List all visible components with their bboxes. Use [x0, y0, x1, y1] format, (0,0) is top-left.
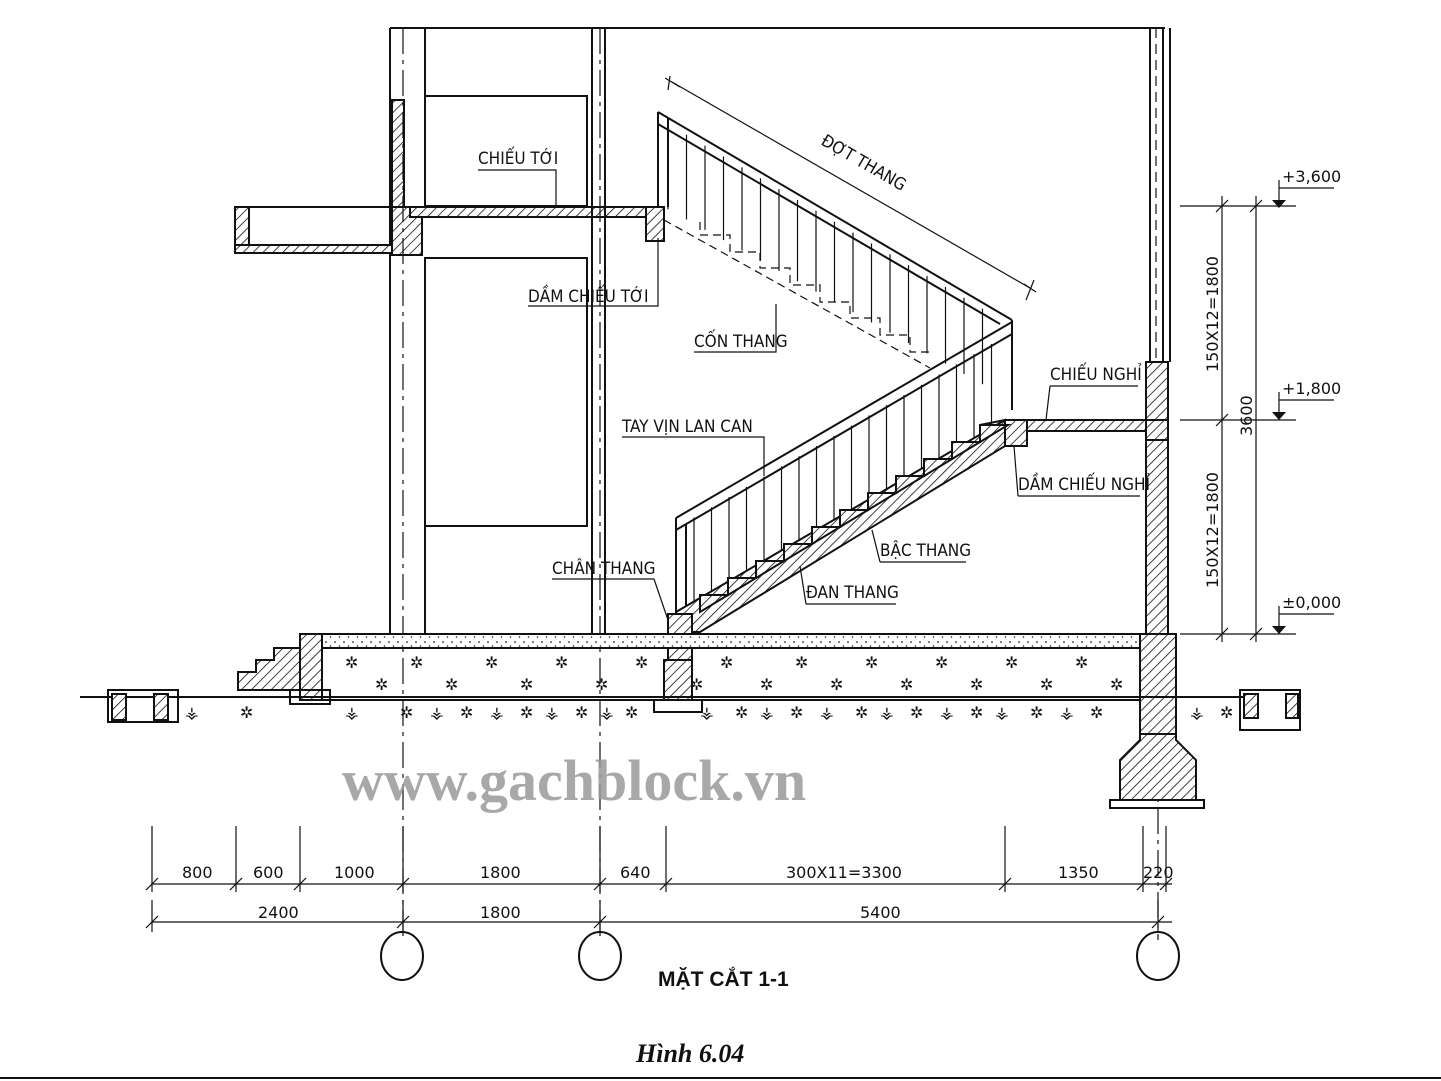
- foundation: ✲ ✲ ✲ ✲ ✲ ✲ ✲ ✲ ✲ ✲ ✲ ✲ ✲ ✲ ✲ ✲ ✲ ✲ ✲ ✲ ✲ ✲ ⚶ ✲ ⚶ ✲ ⚶ ✲ ⚶ ✲ ⚶ ✲ ⚶ ✲ ⚶ ✲ ⚶ ✲ ⚶ ✲…: [80, 633, 1301, 809]
- svg-text:✲: ✲: [1075, 653, 1088, 672]
- svg-text:✲: ✲: [410, 653, 423, 672]
- svg-text:✲: ✲: [1220, 703, 1233, 722]
- label-chieu-nghi: CHIẾU NGHỈ: [1050, 361, 1142, 385]
- level-mid: +1,800: [1282, 379, 1341, 398]
- svg-text:✲: ✲: [375, 675, 388, 694]
- svg-text:✲: ✲: [595, 675, 608, 694]
- axis-bubble-3: [1136, 931, 1180, 981]
- svg-text:✲: ✲: [855, 703, 868, 722]
- svg-text:✲: ✲: [555, 653, 568, 672]
- svg-text:⚶: ⚶: [880, 703, 894, 722]
- dim-1800-a: 1800: [480, 863, 521, 882]
- svg-text:⚶: ⚶: [995, 703, 1009, 722]
- svg-text:⚶: ⚶: [1060, 703, 1074, 722]
- svg-text:⚶: ⚶: [430, 703, 444, 722]
- horizontal-dimensions: 800 600 1000 1800 640 300X11=3300 1350 2…: [145, 826, 1180, 981]
- svg-text:✲: ✲: [520, 675, 533, 694]
- svg-text:⚶: ⚶: [490, 703, 504, 722]
- dim-5400: 5400: [860, 903, 901, 922]
- section-title: MẶT CẮT 1-1: [658, 967, 789, 991]
- svg-text:✲: ✲: [970, 675, 983, 694]
- svg-text:⚶: ⚶: [1190, 703, 1204, 722]
- level-base: ±0,000: [1282, 593, 1341, 612]
- structure: [234, 27, 1171, 940]
- svg-text:✲: ✲: [910, 703, 923, 722]
- svg-text:✲: ✲: [735, 703, 748, 722]
- svg-text:⚶: ⚶: [940, 703, 954, 722]
- dim-600: 600: [253, 863, 284, 882]
- dim-2400: 2400: [258, 903, 299, 922]
- upper-flight: [657, 111, 1013, 385]
- svg-text:✲: ✲: [865, 653, 878, 672]
- svg-text:✲: ✲: [1005, 653, 1018, 672]
- svg-text:✲: ✲: [935, 653, 948, 672]
- svg-text:✲: ✲: [625, 703, 638, 722]
- svg-text:✲: ✲: [830, 675, 843, 694]
- svg-text:⚶: ⚶: [185, 703, 199, 722]
- watermark: www.gachblock.vn: [342, 748, 806, 813]
- svg-text:✲: ✲: [635, 653, 648, 672]
- dim-220: 220: [1143, 863, 1174, 882]
- svg-text:⚶: ⚶: [820, 703, 834, 722]
- label-tay-vin: TAY VỊN LAN CAN: [621, 417, 753, 437]
- dim-upper: 150X12=1800: [1203, 256, 1222, 372]
- label-con-thang: CỐN THANG: [694, 328, 788, 352]
- lower-flight: [653, 320, 1013, 713]
- svg-text:✲: ✲: [460, 703, 473, 722]
- axis-bubble-2: [578, 931, 622, 981]
- svg-text:⚶: ⚶: [345, 703, 359, 722]
- dim-800: 800: [182, 863, 213, 882]
- dim-640: 640: [620, 863, 651, 882]
- svg-text:✲: ✲: [1030, 703, 1043, 722]
- svg-text:✲: ✲: [520, 703, 533, 722]
- dim-1350: 1350: [1058, 863, 1099, 882]
- label-dam-chieu-toi: DẦM CHIẾU TỚI: [528, 283, 649, 307]
- svg-text:⚶: ⚶: [600, 703, 614, 722]
- svg-text:✲: ✲: [485, 653, 498, 672]
- svg-text:✲: ✲: [240, 703, 253, 722]
- svg-text:⚶: ⚶: [545, 703, 559, 722]
- svg-text:✲: ✲: [795, 653, 808, 672]
- svg-text:✲: ✲: [1090, 703, 1103, 722]
- label-dam-chieu-nghi: DẦM CHIẾU NGHỈ: [1018, 471, 1151, 495]
- svg-text:✲: ✲: [1110, 675, 1123, 694]
- dim-lower: 150X12=1800: [1203, 472, 1222, 588]
- figure-caption: Hình 6.04: [635, 1039, 744, 1068]
- label-bac-thang: BẬC THANG: [880, 539, 971, 561]
- svg-text:✲: ✲: [760, 675, 773, 694]
- svg-text:✲: ✲: [900, 675, 913, 694]
- svg-text:⚶: ⚶: [700, 703, 714, 722]
- svg-text:⚶: ⚶: [760, 703, 774, 722]
- svg-text:✲: ✲: [690, 675, 703, 694]
- level-marks: +3,600 +1,800 ±0,000 150X12=1800 150X12=…: [1180, 167, 1341, 642]
- level-top: +3,600: [1282, 167, 1341, 186]
- svg-text:✲: ✲: [345, 653, 358, 672]
- svg-text:✲: ✲: [445, 675, 458, 694]
- dim-3300: 300X11=3300: [786, 863, 902, 882]
- svg-text:✲: ✲: [400, 703, 413, 722]
- svg-text:✲: ✲: [970, 703, 983, 722]
- svg-text:✲: ✲: [790, 703, 803, 722]
- dim-1800-b: 1800: [480, 903, 521, 922]
- svg-text:✲: ✲: [720, 653, 733, 672]
- label-dan-thang: ĐAN THANG: [806, 583, 899, 603]
- label-chieu-toi: CHIẾU TỚI: [478, 145, 558, 169]
- svg-text:✲: ✲: [1040, 675, 1053, 694]
- svg-text:✲: ✲: [575, 703, 588, 722]
- dim-total: 3600: [1237, 395, 1256, 436]
- axis-bubble-1: [380, 931, 424, 981]
- label-chan-thang: CHÂN THANG: [552, 557, 656, 579]
- dim-1000: 1000: [334, 863, 375, 882]
- label-dot-thang: ĐỢT THANG: [818, 131, 910, 196]
